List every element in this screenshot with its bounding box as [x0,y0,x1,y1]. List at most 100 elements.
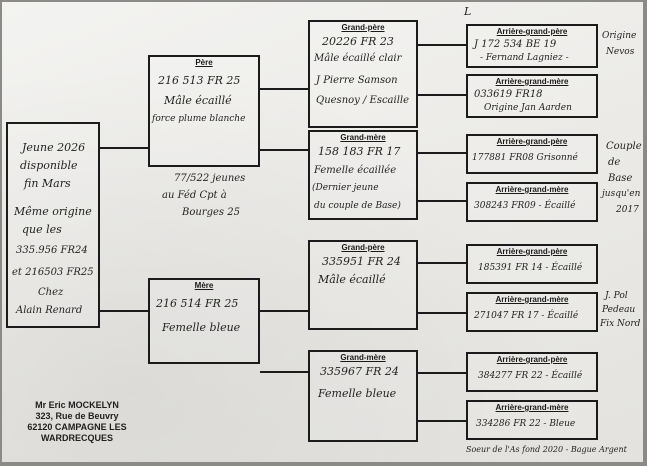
great-grandparent-line: 177881 FR08 Grisonné [472,153,578,163]
great-grandfather-box: Arrière-grand-père 177881 FR08 Grisonné [466,134,598,174]
mother-header: Mère [194,281,214,290]
paternal-grandfather-box: Grand-père 20226 FR 23 Mâle écaillé clai… [308,20,418,128]
connector-line [260,310,308,312]
great-grandfather-header: Arrière-grand-père [496,27,568,36]
side-note: Nevos [606,47,635,57]
great-grandparent-line: 384277 FR 22 - Écaillé [478,371,583,381]
subject-line: et 216503 FR25 [12,267,94,278]
side-note: Base [608,173,633,184]
side-note: 2017 [616,205,639,215]
breeder-town: WARDRECQUES [40,433,113,443]
father-box: Père 216 513 FR 25 Mâle écaillé force pl… [148,55,260,167]
great-grandmother-box: Arrière-grand-mère 271047 FR 17 - Écaill… [466,292,598,332]
grandmother-line: du couple de Base) [314,201,401,211]
great-grandparent-line: Origine Jan Aarden [484,103,572,113]
grandmother-header: Grand-mère [340,133,386,142]
father-line: 216 513 FR 25 [158,74,241,87]
grandmother-line: (Dernier jeune [312,183,379,193]
mother-line: Femelle bleue [162,321,241,334]
connector-line [418,420,466,422]
connector-line [418,200,466,202]
great-grandparent-line: J 172 534 BE 19 [474,39,557,50]
side-note: Pedeau [602,305,636,315]
connector-line [260,371,308,373]
connector-line [418,312,466,314]
breeder-street: 323, Rue de Beuvry [35,411,119,421]
father-line: Mâle écaillé [164,94,232,107]
great-grandparent-line: 271047 FR 17 - Écaillé [474,311,579,321]
breeder-address: Mr Eric MOCKELYN 323, Rue de Beuvry 6212… [22,400,132,444]
grandfather-header: Grand-père [341,243,385,252]
great-grandmother-box: Arrière-grand-mère 033619 FR18 Origine J… [466,74,598,118]
great-grandparent-line: 334286 FR 22 - Bleue [476,419,576,429]
side-note: Origine [602,31,637,41]
maternal-grandfather-box: Grand-père 335951 FR 24 Mâle écaillé [308,240,418,330]
paternal-grandmother-box: Grand-mère 158 183 FR 17 Femelle écaillé… [308,130,418,220]
subject-line: 335.956 FR24 [16,245,88,256]
grandfather-line: Quesnoy / Escaille [316,95,410,106]
great-grandmother-header: Arrière-grand-mère [495,295,569,304]
connector-line [100,147,148,149]
connector-line [418,44,466,46]
grandmother-line: Femelle bleue [318,387,397,400]
subject-line: Jeune 2026 [22,141,86,154]
great-grandfather-header: Arrière-grand-père [496,247,568,256]
great-grandfather-box: Arrière-grand-père J 172 534 BE 19 - Fer… [466,24,598,68]
great-grandmother-box: Arrière-grand-mère 308243 FR09 - Écaillé [466,182,598,222]
breeder-name: Mr Eric MOCKELYN [35,400,119,410]
great-grandparent-line: 185391 FR 14 - Écaillé [478,263,583,273]
grandfather-line: 20226 FR 23 [322,35,394,48]
connector-line [418,94,466,96]
connector-line [418,372,466,374]
side-note: de [608,157,621,168]
subject-line: Chez [38,287,64,298]
grandfather-line: 335951 FR 24 [322,255,401,268]
pedigree-sheet: Jeune 2026 disponible fin Mars Même orig… [2,2,643,462]
subject-line: Même origine [14,205,92,218]
connector-line [260,149,308,151]
side-note: Couple [606,141,642,152]
great-grandparent-line: 033619 FR18 [474,89,543,100]
mother-box: Mère 216 514 FR 25 Femelle bleue [148,278,260,364]
side-note: Fix Nord [600,319,641,329]
great-grandmother-header: Arrière-grand-mère [495,185,569,194]
great-grandparent-line: - Fernand Lagniez - [480,53,569,63]
great-grandfather-header: Arrière-grand-père [496,137,568,146]
great-grandfather-header: Arrière-grand-père [496,355,568,364]
connector-line [418,262,466,264]
subject-line: que les [22,223,62,236]
father-note-line: 77/522 jeunes [174,173,246,184]
great-grandfather-box: Arrière-grand-père 185391 FR 14 - Écaill… [466,244,598,284]
father-line: force plume blanche [152,114,246,124]
father-note-line: au Féd Cpt à [162,190,227,201]
subject-line: fin Mars [24,177,71,190]
grandfather-line: J Pierre Samson [316,75,398,86]
grandmother-header: Grand-mère [340,353,386,362]
side-note: jusqu'en [602,189,641,199]
side-note: J. Pol [605,291,628,301]
subject-box: Jeune 2026 disponible fin Mars Même orig… [6,122,100,328]
grandmother-line: 335967 FR 24 [320,365,399,378]
great-grandmother-header: Arrière-grand-mère [495,403,569,412]
breeder-city: 62120 CAMPAGNE LES [27,422,127,432]
mother-line: 216 514 FR 25 [156,297,239,310]
great-grandparent-line: 308243 FR09 - Écaillé [474,201,576,211]
connector-line [418,152,466,154]
father-header: Père [195,58,213,67]
father-note-line: Bourges 25 [182,207,240,218]
great-grandmother-box: Arrière-grand-mère 334286 FR 22 - Bleue [466,400,598,440]
grandfather-header: Grand-père [341,23,385,32]
grandmother-line: Femelle écaillée [314,165,397,176]
grandfather-line: Mâle écaillé clair [314,53,402,64]
footnote: Soeur de l'As fond 2020 - Bague Argent [466,445,627,454]
maternal-grandmother-box: Grand-mère 335967 FR 24 Femelle bleue [308,350,418,442]
subject-line: Alain Renard [16,305,83,316]
connector-line [260,88,308,90]
subject-line: disponible [20,159,78,172]
great-grandfather-box: Arrière-grand-père 384277 FR 22 - Écaill… [466,352,598,392]
grandmother-line: 158 183 FR 17 [318,145,401,158]
great-grandmother-header: Arrière-grand-mère [495,77,569,86]
corner-mark: L [464,5,472,18]
connector-line [100,310,148,312]
grandfather-line: Mâle écaillé [318,273,386,286]
